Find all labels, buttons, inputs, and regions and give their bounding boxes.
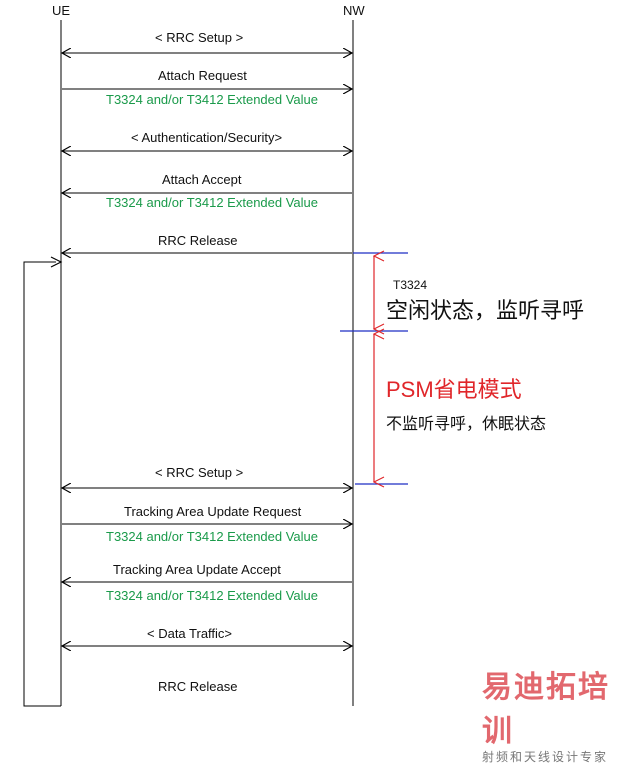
ue-label: UE [52, 3, 71, 18]
watermark-main-text: 易迪拓培训 [482, 671, 610, 748]
loop-bracket [23, 261, 61, 707]
t3324-timer-label: T3324 [393, 278, 428, 292]
watermark-sub-text: 射频和天线设计专家 [482, 750, 609, 764]
attach-request-timer-note: T3324 and/or T3412 Extended Value [106, 92, 319, 107]
rrc-setup-2-label: < RRC Setup > [155, 465, 244, 480]
loop-arrowhead [50, 256, 63, 268]
nw-label: NW [343, 3, 365, 18]
watermark-logo: 易迪拓培训 射频和天线设计专家 [482, 662, 638, 765]
attach-request-label: Attach Request [158, 68, 247, 83]
psm-title-label: PSM省电模式 [386, 377, 522, 402]
rrc-setup-1-label: < RRC Setup > [155, 30, 244, 45]
data-traffic-label: < Data Traffic> [147, 626, 233, 641]
tau-request-timer-note: T3324 and/or T3412 Extended Value [106, 529, 319, 544]
tau-accept-label: Tracking Area Update Accept [113, 562, 281, 577]
tau-accept-timer-note: T3324 and/or T3412 Extended Value [106, 588, 319, 603]
rrc-release-1-label: RRC Release [158, 233, 238, 248]
diagram-canvas [23, 20, 408, 707]
attach-accept-label: Attach Accept [162, 172, 242, 187]
sequence-diagram: UE NW < RRC Setup > Attach Request T3324… [23, 3, 608, 764]
idle-state-label: 空闲状态，监听寻呼 [386, 298, 585, 323]
tau-request-label: Tracking Area Update Request [124, 504, 302, 519]
attach-accept-timer-note: T3324 and/or T3412 Extended Value [106, 195, 319, 210]
rrc-release-2-label: RRC Release [158, 679, 238, 694]
auth-security-label: < Authentication/Security> [131, 130, 283, 145]
psm-description-label: 不监听寻呼，休眠状态 [386, 416, 547, 433]
